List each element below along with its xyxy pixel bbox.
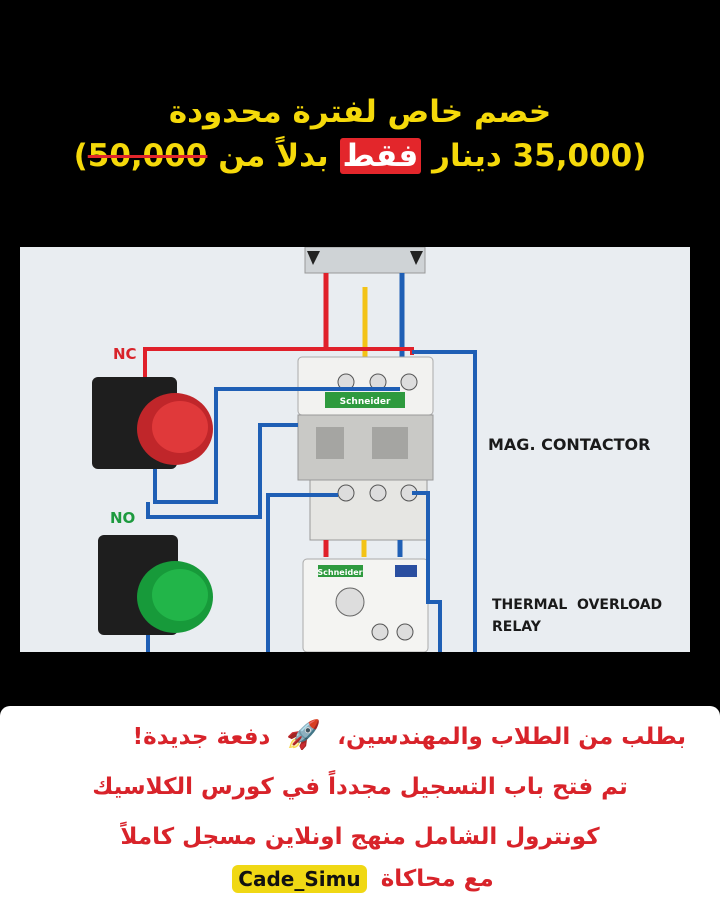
overload-terminal-b xyxy=(396,623,414,641)
no-button-face xyxy=(152,569,208,621)
schneider-logo-top xyxy=(325,392,405,408)
open-paren: ( xyxy=(632,138,647,174)
wire-blue-nc-out xyxy=(153,387,400,504)
wire-blue-no-a xyxy=(146,423,298,519)
price-new: 35,000 xyxy=(512,138,633,174)
wiring-svg: Schneider Schneider xyxy=(92,247,477,652)
close-paren: ) xyxy=(73,138,88,174)
arrow-left-icon xyxy=(307,251,320,265)
overload-dial xyxy=(335,587,365,617)
terminal-l3 xyxy=(400,373,418,391)
contactor-window-right xyxy=(372,427,408,459)
overload-label-line2: RELAY xyxy=(492,619,541,635)
terminal-t1 xyxy=(337,484,355,502)
nc-button-face xyxy=(152,401,208,453)
brand-top-text: Schneider xyxy=(340,397,391,407)
overload-relay-body xyxy=(302,558,429,652)
rocket-icon: 🚀 xyxy=(286,718,322,751)
overload-reset-button xyxy=(395,565,417,577)
contactor-top-cap xyxy=(304,247,426,274)
schneider-logo-bottom xyxy=(318,565,363,577)
contactor-label: MAG. CONTACTOR xyxy=(488,435,651,454)
terminal-t2 xyxy=(369,484,387,502)
arrow-right-icon xyxy=(410,251,423,265)
promo-line-1: بطلب من الطلاب والمهندسين، 🚀 دفعة جديدة! xyxy=(0,710,720,762)
wiring-diagram: Schneider Schneider xyxy=(20,247,690,652)
brand-bottom-text: Schneider xyxy=(317,568,362,577)
wire-blue-aux xyxy=(412,491,442,652)
currency: دينار xyxy=(432,138,502,174)
wire-blue-seal-in xyxy=(266,493,338,652)
only-word: فقط xyxy=(339,138,422,174)
promo-line1-a: دفعة جديدة! xyxy=(132,724,271,750)
instead-of: بدلاً من xyxy=(218,138,329,174)
headline: خصم خاص لفترة محدودة (35,000 دينار فقط ب… xyxy=(0,92,720,178)
nc-label: NC xyxy=(113,345,137,363)
headline-price-line: (35,000 دينار فقط بدلاً من 50,000) xyxy=(0,134,720,178)
headline-title: خصم خاص لفترة محدودة xyxy=(168,94,552,130)
promo-line-2: تم فتح باب التسجيل مجدداً في كورس الكلاس… xyxy=(92,774,628,800)
overload-label-line1: THERMAL OVERLOAD xyxy=(492,597,663,613)
promo-panel: بطلب من الطلاب والمهندسين، 🚀 دفعة جديدة!… xyxy=(0,706,720,900)
overload-terminal-a xyxy=(371,623,389,641)
promo-line-3: كونترول الشامل منهج اونلاين مسجل كاملاً xyxy=(120,824,600,850)
contactor-window-left xyxy=(316,427,344,459)
brand-badge: Cade_Simu xyxy=(232,865,367,893)
promo-line-4: مع محاكاة Cade_Simu xyxy=(0,862,720,896)
wire-blue-control-right xyxy=(412,350,477,652)
no-label: NO xyxy=(110,509,136,527)
promo-line1-b: بطلب من الطلاب والمهندسين، xyxy=(337,724,686,750)
price-old: 50,000 xyxy=(87,138,208,174)
promo-line4-a: مع محاكاة xyxy=(380,866,494,892)
